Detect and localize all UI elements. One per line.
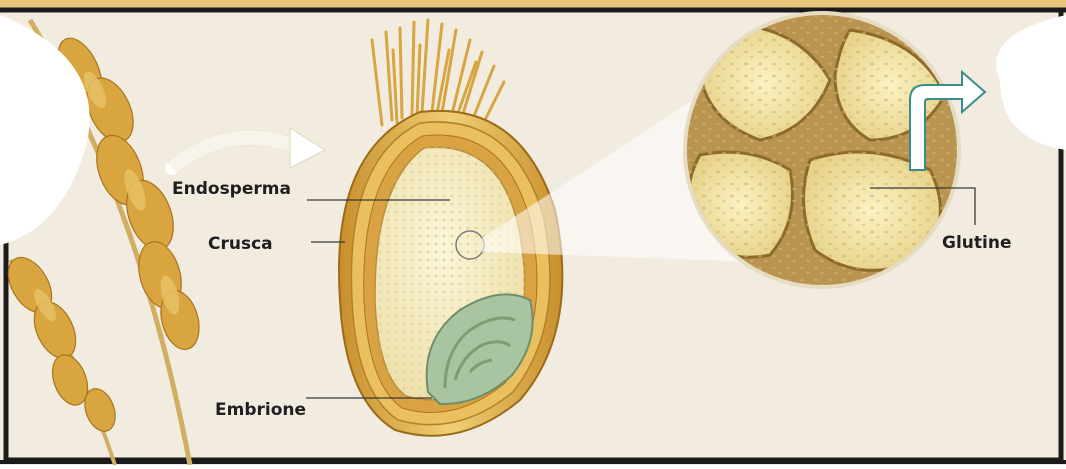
wheat-grain — [339, 111, 562, 436]
label-bran: Crusca — [208, 234, 273, 254]
top-band — [0, 0, 1066, 8]
label-gluten: Glutine — [942, 233, 1011, 253]
label-endosperm: Endosperma — [172, 179, 291, 199]
label-embryo: Embrione — [215, 400, 306, 420]
